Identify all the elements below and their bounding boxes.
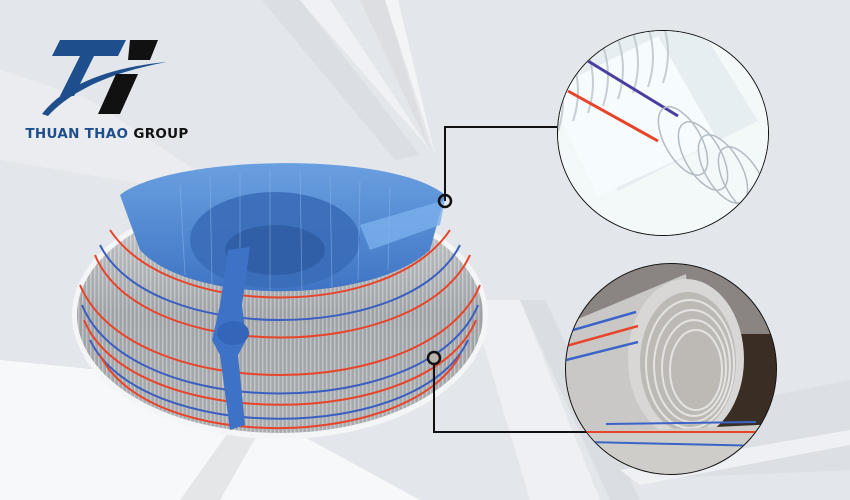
brand-name-primary: THUAN THAO <box>25 126 129 142</box>
stylized-t-swoosh-logo-icon <box>42 40 167 116</box>
brand-logo: THUAN THAO GROUP <box>22 38 192 148</box>
detail-circle-hose-end <box>557 30 769 236</box>
detail-circle-hose-cross-section <box>565 263 777 475</box>
hose-coil-image <box>72 163 488 439</box>
brand-name: THUAN THAO GROUP <box>22 126 192 142</box>
brand-name-secondary: GROUP <box>133 126 189 142</box>
